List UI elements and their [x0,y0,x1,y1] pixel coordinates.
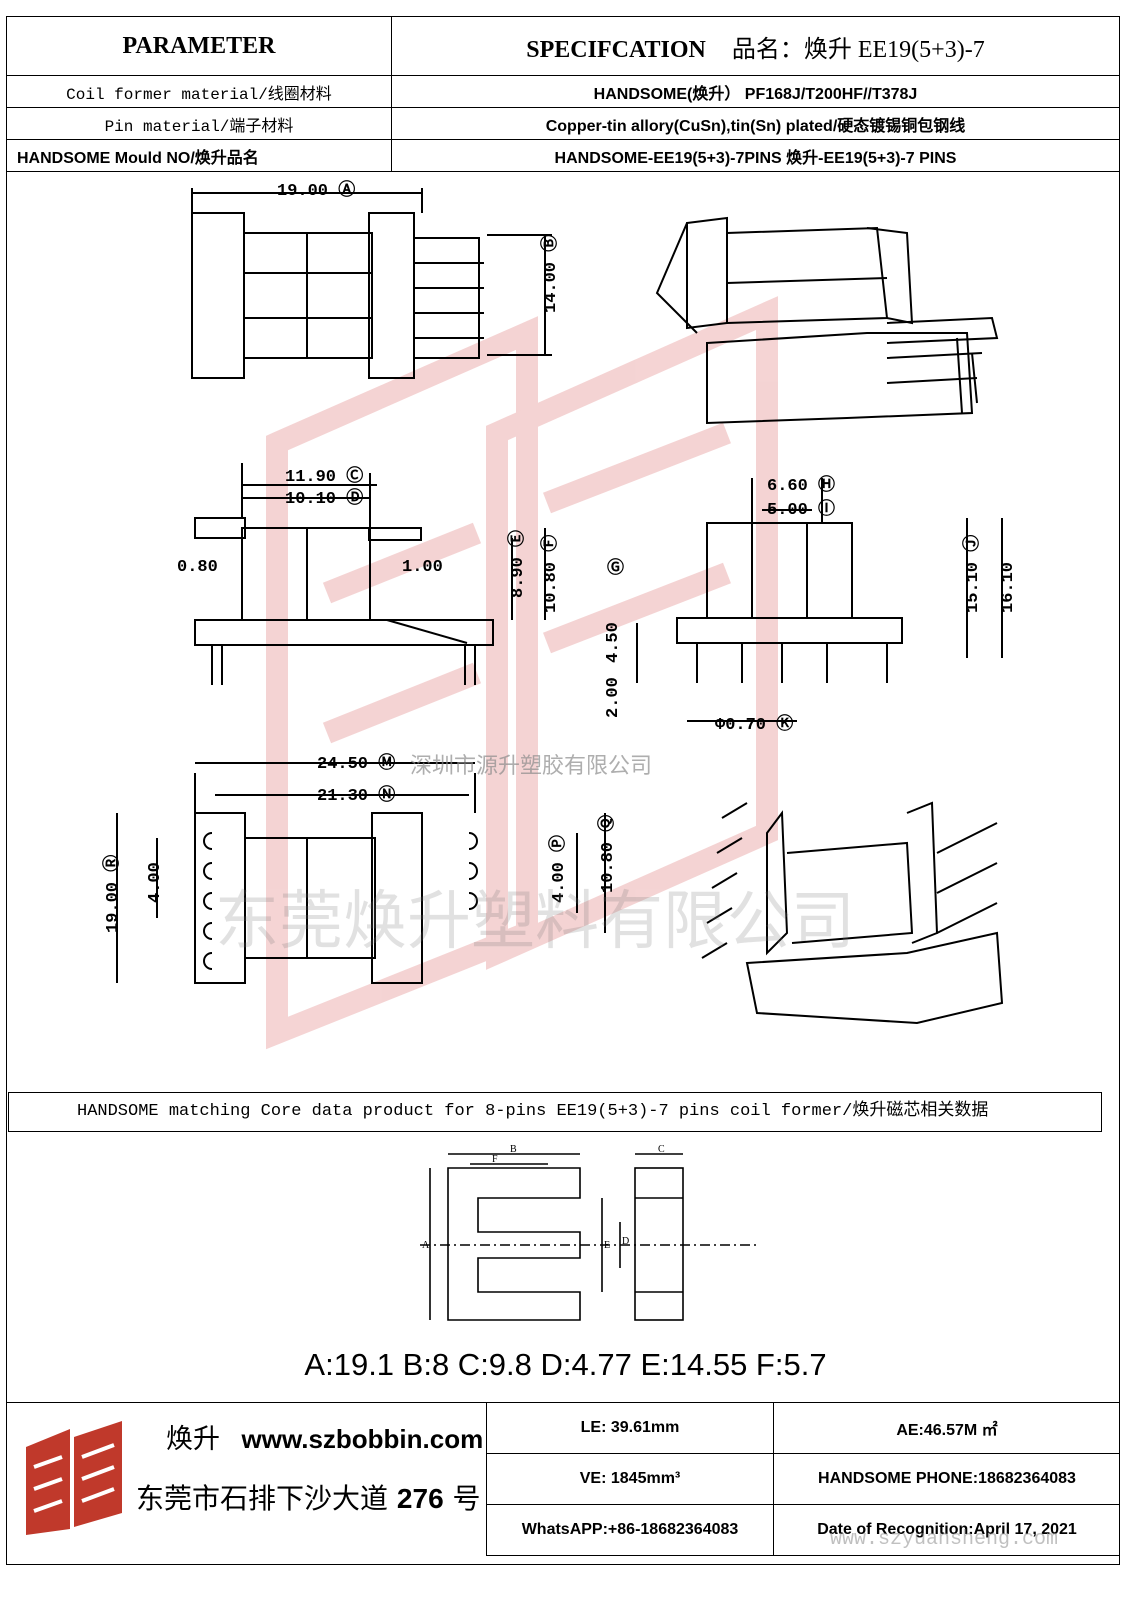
watermark-url: www.szyuansheng.com [830,1528,1059,1551]
dim-f: 10.80 Ⓕ [539,535,561,613]
brand-line: 焕升 www.szbobbin.com [166,1417,483,1456]
company-logo [26,1421,122,1535]
spec-value: Copper-tin allory(CuSn),tin(Sn) plated/硬… [391,107,1120,140]
spec-label: Coil former material/线圈材料 [6,75,392,108]
iso-view-bottom [701,801,1004,1025]
dim-pitch-b: 4.00 Ⓟ [547,835,569,903]
dim-q: 10.80 Ⓠ [596,815,618,893]
core-label-c: C [658,1144,665,1155]
dim-g: 16.10 [999,562,1018,613]
dim-r: 19.00 Ⓡ [101,855,123,933]
ve-value: VE: 1845mm³ [486,1453,774,1505]
iso-view-top [655,216,999,425]
watermark-text: 深圳市源升塑胶有限公司 [410,753,653,778]
core-label-b: B [510,1144,517,1155]
brand-name: 焕升 [166,1424,220,1455]
core-label-e: E [604,1240,610,1251]
bobbin-drawings: 19.00 Ⓐ 14.00 Ⓑ 11.90 Ⓒ 10.10 Ⓓ 0.80 1.0… [101,179,1018,1050]
phone-value: HANDSOME PHONE:18682364083 [773,1453,1120,1505]
dim-h: 6.60 Ⓗ [767,474,835,496]
front-view [636,478,1003,722]
dim-side-left: 0.80 [177,558,218,577]
dim-pin-diameter: Φ0.70 Ⓚ [715,713,793,735]
website-link[interactable]: www.szbobbin.com [241,1424,484,1454]
core-drawing: B F A E C D [420,1144,760,1321]
le-value: LE: 39.61mm [486,1403,774,1454]
dim-pin-height: 4.50 [604,622,623,663]
core-section-title: HANDSOME matching Core data product for … [8,1092,1102,1132]
date-value: Date of Recognition:April 17, 2021 [773,1504,1120,1556]
product-name: 品名：焕升 EE19(5+3)-7 [731,36,985,63]
company-address: 东莞市石排下沙大道 276 号 [136,1482,481,1515]
dim-i: 5.00 Ⓘ [767,498,835,520]
core-dimensions: A:19.1 B:8 C:9.8 D:4.77 E:14.55 F:5.7 [304,1347,827,1382]
dim-a: 19.00 Ⓐ [277,179,355,201]
watermark-text: 东莞焕升塑料有限公司 [215,885,855,957]
core-label-d: D [622,1236,629,1247]
company-info: 焕升 www.szbobbin.com 东莞市石排下沙大道 276 号 [6,1403,487,1550]
spec-value: HANDSOME(焕升） PF168J/T200HF//T378J [391,75,1120,108]
whatsapp-value: WhatsAPP:+86-18682364083 [486,1504,774,1556]
dim-m: 24.50 Ⓜ [317,752,395,774]
dim-b: 14.00 Ⓑ [539,235,561,313]
dim-d: 10.10 Ⓓ [285,487,363,509]
core-parameters-table: LE: 39.61mm AE:46.57M ㎡ VE: 1845mm³ HAND… [486,1403,1120,1556]
dim-pin-length: 2.00 [604,677,623,718]
dim-g-marker: Ⓖ [607,557,624,579]
spec-label: Pin material/端子材料 [6,107,392,140]
dim-j: 15.10 Ⓙ [961,535,983,613]
logo-watermark [266,296,778,1050]
bottom-view [116,762,606,984]
dim-side-right: 1.00 [402,558,443,577]
parameter-header: PARAMETER [6,16,392,76]
side-view [194,463,546,685]
top-view [191,188,552,379]
dim-e: 8.90 Ⓔ [506,530,528,598]
core-label-a: A [422,1240,430,1251]
core-label-f: F [492,1154,498,1165]
spec-label: HANDSOME Mould NO/焕升品名 [6,139,392,172]
spec-value: HANDSOME-EE19(5+3)-7PINS 焕升-EE19(5+3)-7 … [391,139,1120,172]
dim-c: 11.90 Ⓒ [285,465,363,487]
dim-n: 21.30 Ⓝ [317,784,395,806]
ae-value: AE:46.57M ㎡ [773,1403,1120,1454]
footer: 焕升 www.szbobbin.com 东莞市石排下沙大道 276 号 LE: … [6,1402,1120,1556]
dim-pitch-a: 4.00 [146,862,165,903]
